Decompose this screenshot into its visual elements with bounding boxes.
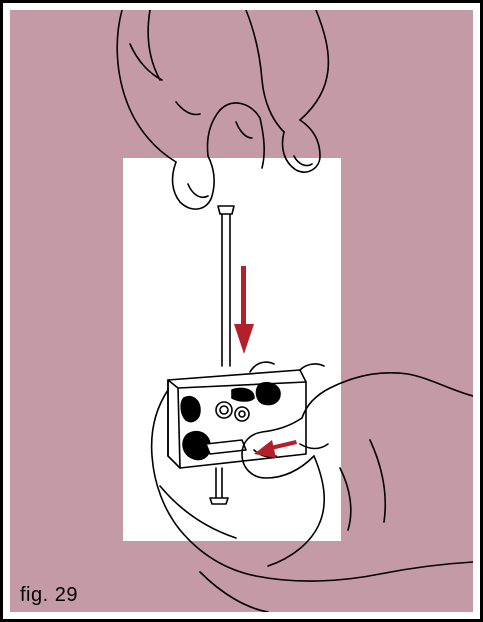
illustration-drawing [10, 10, 473, 612]
illustration-panel: fig. 29 [10, 10, 473, 612]
upper-hand [117, 10, 328, 209]
screwdriver [218, 206, 234, 366]
figure-caption: fig. 29 [20, 584, 78, 607]
red-arrow-down-icon [234, 266, 254, 354]
device-part [168, 362, 324, 504]
